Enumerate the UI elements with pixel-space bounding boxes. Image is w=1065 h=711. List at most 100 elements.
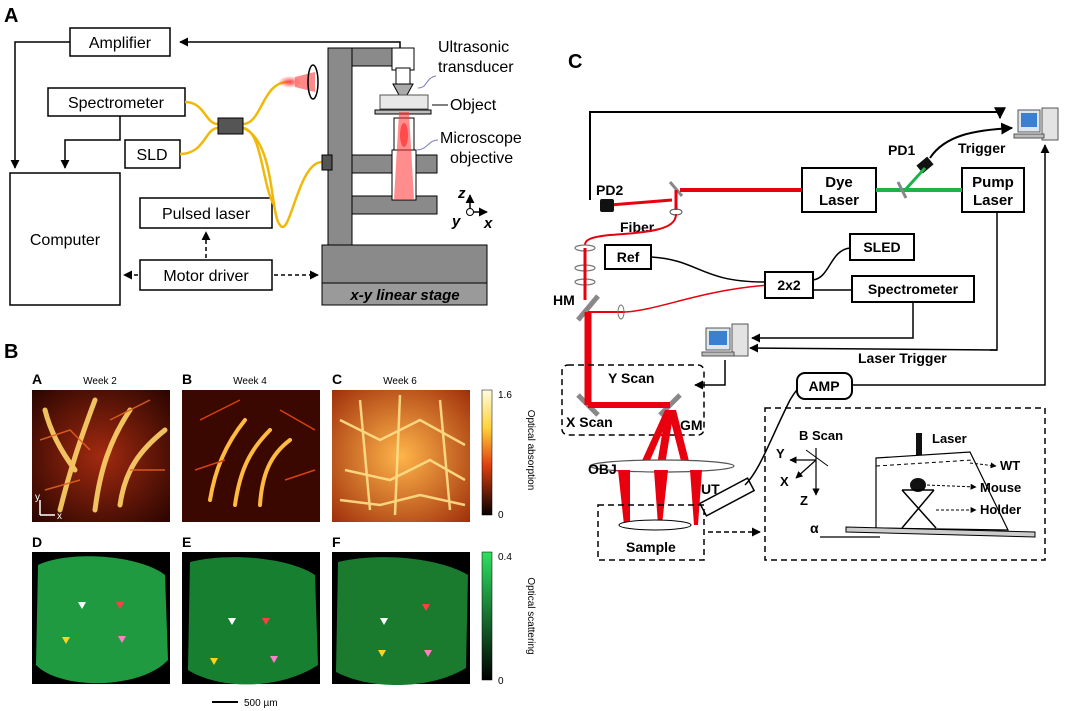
marker-yellow-e [210,658,218,665]
oct-fiber [624,284,771,313]
panel-b: B Week 2 Week 4 Week 6 [4,341,536,709]
gm-label: GM [680,417,703,433]
objective-pointer [415,139,439,151]
oct-lens [617,304,625,320]
amp-to-computer [852,144,1050,386]
marker-red-e [262,618,270,625]
xyz-axes-icon: z y x [451,185,493,232]
week2-label: Week 2 [83,376,117,387]
coupler-box [764,271,814,299]
x-scan-label: X Scan [566,414,613,430]
stage-label: x-y linear stage [349,287,459,304]
sca-max: 0.4 [498,552,512,563]
transducer-label: transducer [438,59,514,76]
ref-box [604,244,652,270]
transducer-pointer [417,75,437,89]
pd2-to-computer-line [589,107,1006,200]
scattering-image-week6 [336,557,468,686]
ut-transducer [698,477,756,517]
marker-pink-d [118,636,126,643]
sld-label: SLD [136,147,167,164]
absorption-image-week2 [32,390,170,522]
water-tank [379,94,429,110]
week4-label: Week 4 [233,376,267,387]
dye-laser-box [801,167,877,213]
amp-label: AMP [808,378,839,394]
hm-mirror [576,294,600,322]
sled-box [849,233,915,261]
wt-label: WT [1000,458,1020,473]
motor-driver-box [139,259,273,291]
y-scan-label: Y Scan [608,370,654,386]
objective-label: objective [450,150,513,167]
laser-trigger-arrow [749,343,998,353]
mouse-label: Mouse [980,480,1021,495]
transducer-housing [391,47,415,71]
object-label: Object [450,97,497,114]
oct-fibers [650,247,852,291]
stage-base [321,244,488,286]
marker-pink-f [424,650,432,657]
marker-white-d [78,602,86,609]
ultrasonic-label: Ultrasonic [438,39,509,56]
motor-driver-label: Motor driver [163,268,249,285]
marker-white-e [228,618,236,625]
absorption-colorbar [481,389,493,516]
stage-body [321,282,488,306]
water-line [875,459,973,467]
computer-label: Computer [30,232,101,249]
amplifier-to-computer-arrow [10,41,70,169]
spectrometer-label: Spectrometer [68,95,165,112]
alpha-label: α [810,520,819,536]
ref-lens [307,64,319,100]
detail-y-label: Y [776,446,785,461]
axis-x-label: x [483,215,493,232]
inset-y-label: y [35,492,40,503]
marker-white-f [380,618,388,625]
pd2-beam [609,198,673,207]
trigger-label: Trigger [958,140,1006,156]
sub-label-b: B [182,371,192,387]
microscope-label: Microscope [440,130,522,147]
marker-red-d [116,602,124,609]
pulsed-laser-label: Pulsed laser [162,206,251,223]
delivery-fiber [584,213,677,246]
abs-max: 1.6 [498,390,512,401]
amp-box [796,372,853,400]
vessel-branches-week4 [194,399,316,481]
panel-c-label: C [568,51,582,73]
laser-trigger-label: Laser Trigger [858,350,947,366]
transducer-body [395,67,411,85]
vessels-week4 [208,418,292,507]
axis-y-label: y [451,213,461,230]
holder-icon [901,489,937,529]
tilt-stage [845,526,1036,538]
ut-label: UT [701,481,720,497]
beam-focus [400,123,408,147]
computer-box [9,172,121,306]
sca-min: 0 [498,676,504,687]
laser-label-c: Laser [932,431,967,446]
sca-label: Optical scattering [525,577,536,654]
pump-pickoff-beam [903,166,927,192]
pulsed-laser-box [139,197,273,229]
detail-x-label: X [780,474,789,489]
sub-label-c: C [332,371,342,387]
week6-label: Week 6 [383,376,417,387]
computer-icon-middle [701,323,749,357]
sld-box [124,139,181,169]
pump-laser-box [961,167,1025,213]
vessels-week6 [339,394,466,516]
mouse-icon [910,478,926,492]
dye-laser-label-2: Laser [819,192,859,209]
stage-column [327,47,353,246]
sub-label-f: F [332,534,341,550]
pd1-label: PD1 [888,142,915,158]
pump-laser-label-2: Laser [973,192,1013,209]
marker-yellow-d [62,637,70,644]
scattering-image-week2 [36,556,168,684]
holder-label: Holder [980,502,1021,517]
inset-x-label: x [57,511,62,522]
b-scan-label: B Scan [799,428,843,443]
sled-label: SLED [863,239,900,255]
